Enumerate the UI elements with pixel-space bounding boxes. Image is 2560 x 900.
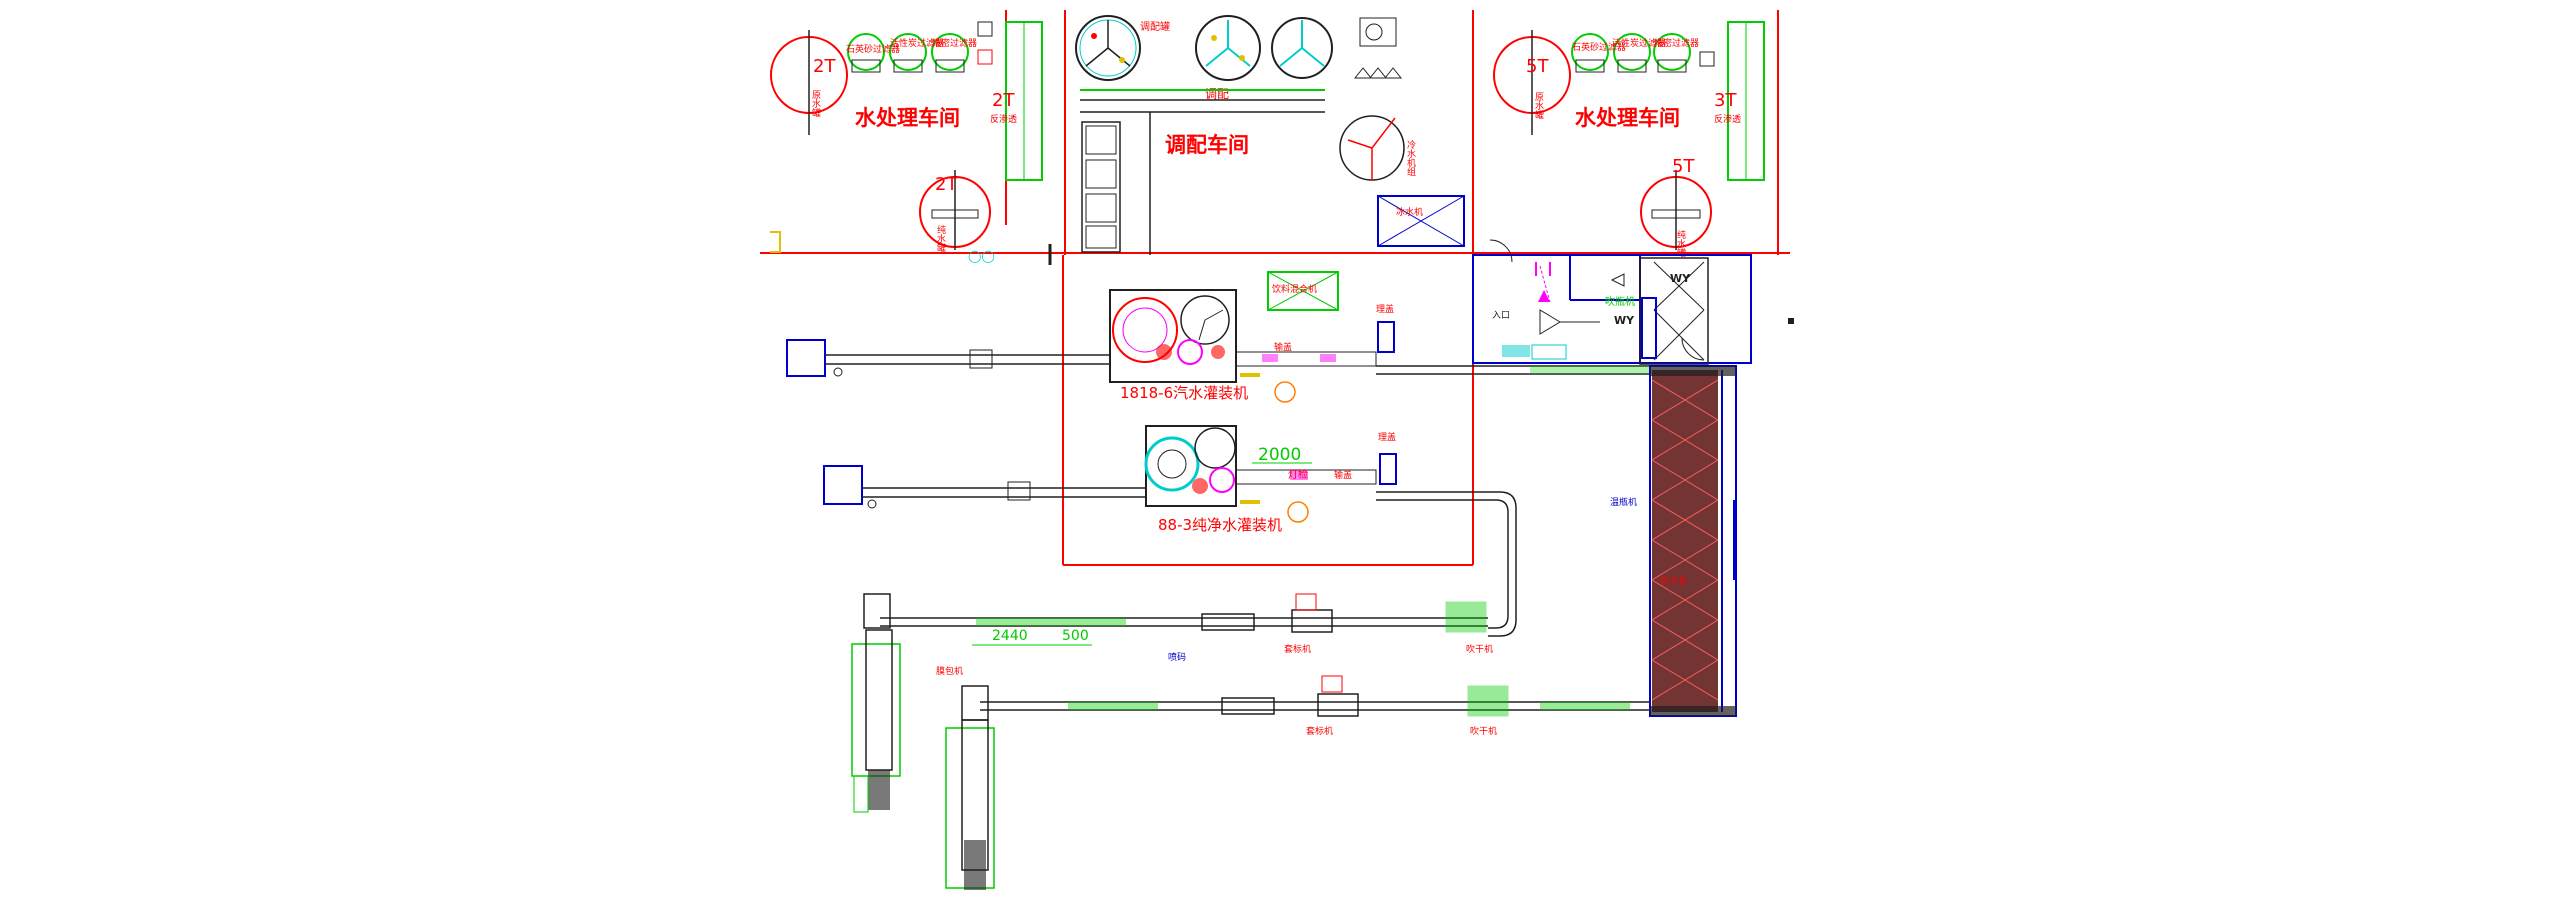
ice-water-label: 冰水机 [1396,206,1423,218]
cap-conveyor-2: 输盖 [1334,469,1352,481]
film-wrappers: 膜包机 [851,593,995,890]
tank-2t-left-sub: 原水罐 [810,90,821,118]
tank-3t-ro-right: 3T [1714,90,1737,111]
tank-5t-pure-right: 5T [1672,156,1695,177]
tank-2t-ro-left: 2T [992,90,1015,111]
filler-2-label: 88-3纯净水灌装机 [1158,516,1282,534]
warmer-tunnel: 温瓶机 吹干机 [1610,365,1737,717]
tank-2t-pure-left: 2T [935,174,958,195]
bottle-feeder-2 [823,465,863,505]
dim-500: 500 [1062,628,1089,644]
cap-feeder-2: 理盖 [1378,431,1396,443]
tank-5t-pure-right-sub: 纯水罐 [1675,229,1686,258]
mixing-workshop: 调配罐 调配 调配车间 冷水机组 冰水机 [1075,15,1465,255]
bottle-feeder-1 [786,339,826,377]
dryer-1 [1445,601,1487,633]
filter-carbon-left: 活性炭过滤器 [890,37,944,49]
film-wrapper-label: 膜包机 [936,665,963,677]
tank-5t-right-label: 5T [1526,56,1549,77]
spray-code-label: 喷码 [1168,652,1186,663]
filter-precision-right: 精密过滤器 [1654,37,1699,49]
dim-2000: 2000 [1258,445,1301,465]
cooling-tower-label: 冷水机组 [1405,139,1416,176]
tank-2t-left-label: 2T [813,56,836,77]
filter-quartz-left: 石英砂过滤器 [846,43,900,55]
labeler-2-label: 套标机 [1306,725,1333,737]
mixing-workshop-title: 调配车间 [1165,133,1249,157]
labeler-1-label: 套标机 [1284,643,1311,655]
air-mixer [1267,271,1339,311]
water-workshop-left: 水处理车间 [855,106,960,130]
filler-machine-1 [1109,289,1237,383]
dryer-1-label: 吹干机 [1466,643,1493,655]
ro-left-sub: 反渗透 [990,113,1017,125]
filler-1-label: 1818-6汽水灌装机 [1120,384,1248,402]
cap-feeder-1: 理盖 [1376,303,1394,315]
dryer-2 [1467,685,1509,717]
filter-quartz-right: 石英砂过滤器 [1572,41,1626,53]
water-workshop-right: 水处理车间 [1575,106,1680,130]
water-treatment-left: 2T 原水罐 石英砂过滤器 活性炭过滤器 精密过滤器 2T 反渗透 水处理车间 … [770,21,1043,263]
warmer-label: 温瓶机 [1610,496,1637,508]
bottle-blower-label: 吹瓶机 [1605,295,1635,308]
ww-annotation-1: WY [1670,272,1691,285]
tank-5t-right-sub: 原水罐 [1533,92,1544,120]
line-2: 2000 灯检 输盖 理盖 88-3纯净水灌装机 [823,425,1517,637]
svg-text:◯◯: ◯◯ [968,249,995,263]
tank-2t-pure-left-sub: 纯水罐 [935,224,946,253]
dim-2440: 2440 [992,628,1028,644]
dryer-right-label: 吹干机 [1660,575,1687,587]
dryer-2-label: 吹干机 [1470,725,1497,737]
ww-annotation-2: WY [1614,314,1635,327]
mixing-tank-3 [1271,17,1333,79]
blowing-room: WY WY 吹瓶机 入口 [1472,239,1794,365]
mixing-tank-a-label: 调配罐 [1140,20,1170,33]
mixing-tank-2 [1195,15,1261,81]
entrance-label: 入口 [1492,310,1510,321]
light-check: 灯检 [1288,468,1308,481]
labeling-line-a: 2440 500 套标机 喷码 吹干机 [880,593,1493,663]
filter-precision-left: 精密过滤器 [932,37,977,49]
mixing-tank-1 [1075,15,1141,81]
ro-right-sub: 反渗透 [1714,113,1741,125]
cap-conveyor-1: 输盖 [1274,341,1292,353]
water-treatment-right: 5T 原水罐 石英砂过滤器 活性炭过滤器 精密过滤器 3T 反渗透 水处理车间 … [1493,21,1765,258]
line-1: 理盖 输盖 饮料混合机 1818-6汽水灌装机 [786,271,1650,403]
labeling-line-b: 套标机 吹干机 [980,675,1650,737]
air-mixer-label: 饮料混合机 [1272,283,1317,295]
filter-carbon-right: 活性炭过滤器 [1612,37,1666,49]
